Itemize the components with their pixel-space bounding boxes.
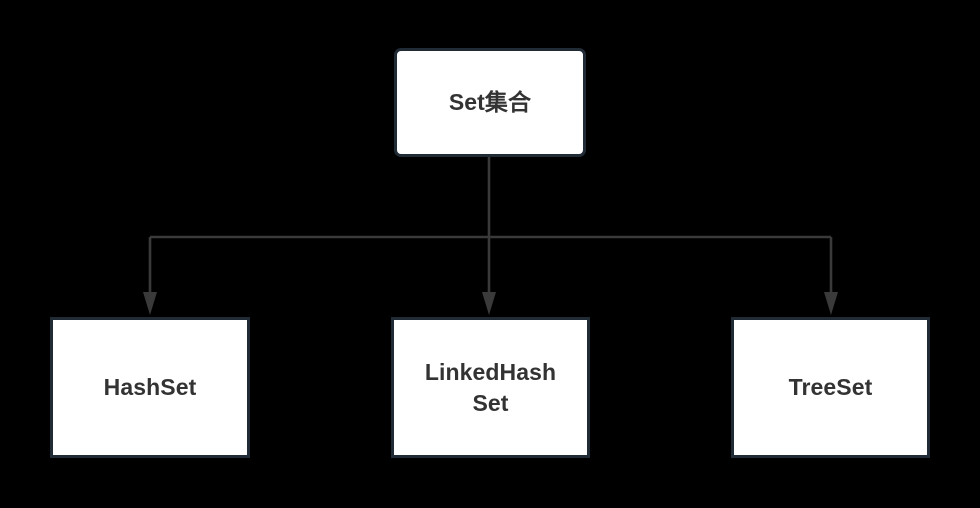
arrowhead-linkedhashset <box>482 292 496 315</box>
arrowhead-hashset <box>143 292 157 315</box>
arrowhead-treeset <box>824 292 838 315</box>
node-set-root[interactable]: Set集合 <box>394 48 586 157</box>
node-label-linkedhashset: LinkedHash Set <box>424 359 557 416</box>
node-linkedhashset[interactable]: LinkedHash Set <box>391 317 590 458</box>
node-label-hashset: HashSet <box>103 374 197 401</box>
node-label-set-root: Set集合 <box>448 89 532 116</box>
node-label-treeset: TreeSet <box>788 374 873 401</box>
node-hashset[interactable]: HashSet <box>50 317 250 458</box>
node-treeset[interactable]: TreeSet <box>731 317 930 458</box>
